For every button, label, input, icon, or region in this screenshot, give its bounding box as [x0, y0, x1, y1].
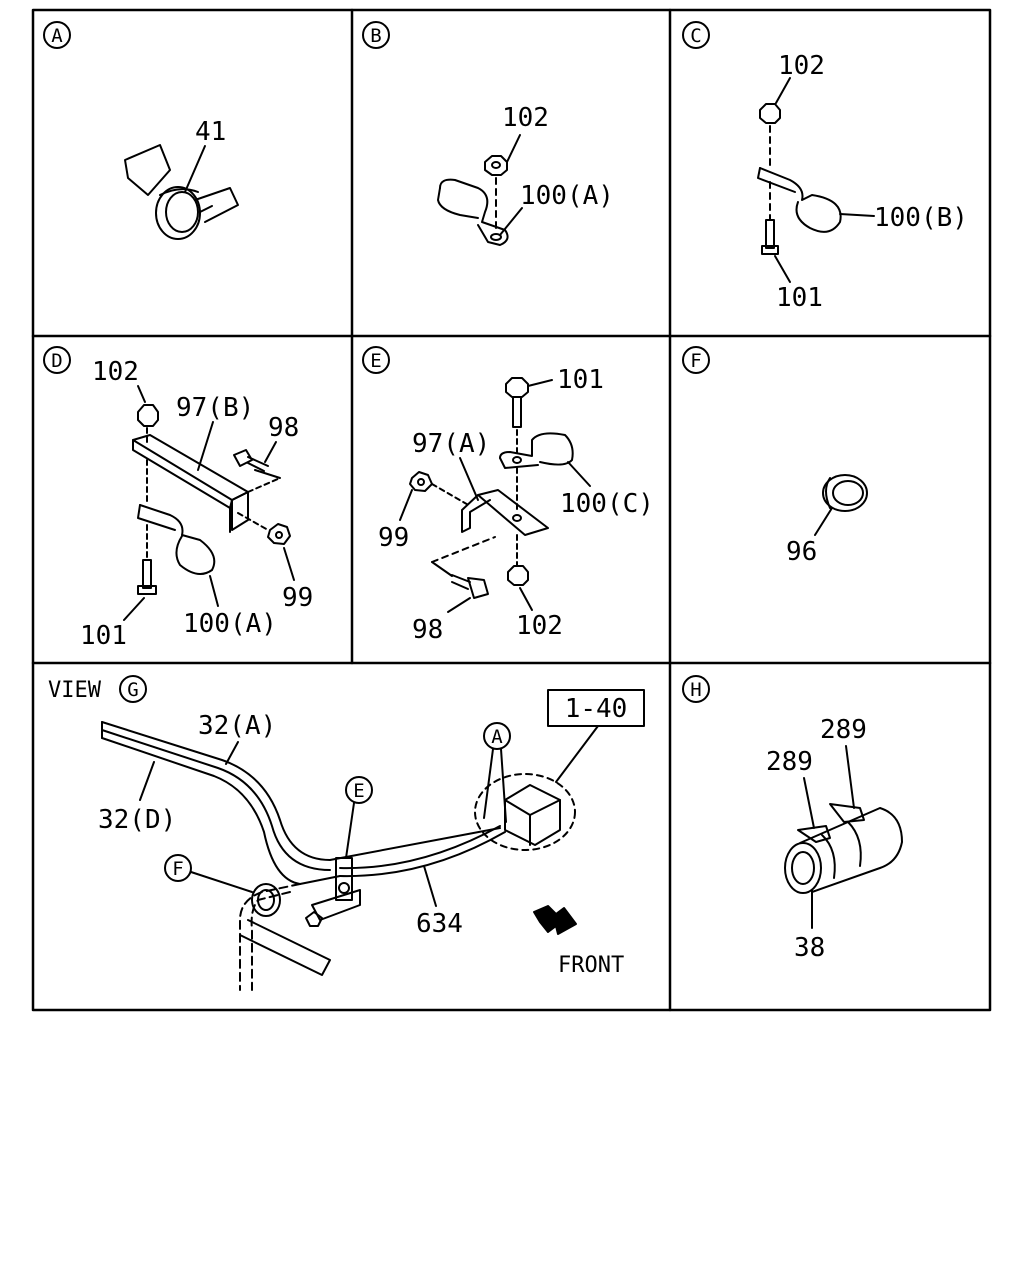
label-b-102: 102 — [502, 103, 549, 133]
panel-h: H 289 289 38 — [682, 675, 903, 963]
front-label: FRONT — [558, 953, 624, 978]
label-d-99: 99 — [282, 583, 313, 613]
label-c-102: 102 — [778, 51, 825, 81]
label-e-99: 99 — [378, 523, 409, 553]
label-c-101: 101 — [776, 283, 823, 313]
panel-f-id: F — [690, 350, 701, 372]
label-32a: 32(A) — [198, 711, 276, 741]
part-e-99-nut — [409, 471, 433, 492]
part-d-101-bolt — [137, 559, 157, 595]
panel-b-id-circle — [362, 21, 390, 49]
harness-32a-32d — [101, 721, 501, 885]
panel-e-id: E — [370, 350, 381, 372]
callout-a-label: A — [491, 726, 503, 748]
label-634: 634 — [416, 909, 463, 939]
leader-b-102 — [506, 134, 521, 163]
part-d-99-nut — [267, 523, 291, 545]
panel-h-id: H — [690, 679, 701, 701]
panel-d-id: D — [51, 350, 62, 372]
panel-c-id-circle — [682, 21, 710, 49]
harness-down — [239, 883, 331, 991]
callout-e-label: E — [353, 780, 364, 802]
panel-g-id-circle — [119, 675, 147, 703]
part-d-100a-clip — [137, 504, 216, 575]
part-289-clamps — [797, 803, 865, 843]
part-e-102-nut — [507, 565, 529, 586]
label-d-100a: 100(A) — [183, 609, 277, 639]
label-e-102: 102 — [516, 611, 563, 641]
panel-h-id-circle — [682, 675, 710, 703]
component-outline — [474, 773, 576, 851]
label-c-100b: 100(B) — [874, 203, 968, 233]
panel-c: C 102 100(B) 101 — [682, 21, 968, 313]
callout-a — [483, 722, 511, 750]
label-e-98: 98 — [412, 615, 443, 645]
ref-box — [547, 689, 645, 727]
part-d-98-bolt — [233, 449, 269, 472]
panel-e-id-circle — [362, 346, 390, 374]
part-38-hose-joint — [784, 807, 903, 894]
label-e-97a: 97(A) — [412, 429, 490, 459]
leader-41 — [184, 145, 206, 193]
part-100b-clip — [757, 167, 842, 233]
part-d-102-nut — [137, 404, 159, 427]
panel-a: A 41 — [43, 21, 239, 240]
part-e-98-bolt — [451, 574, 489, 599]
part-100a-clip — [437, 178, 509, 246]
panel-a-id: A — [51, 25, 63, 47]
callout-e — [345, 776, 373, 804]
label-f-96: 96 — [786, 537, 817, 567]
label-h-38: 38 — [794, 933, 825, 963]
label-d-97b: 97(B) — [176, 393, 254, 423]
panel-b: B 102 100(A) — [362, 21, 614, 246]
front-arrow-icon — [533, 905, 577, 935]
label-e-100c: 100(C) — [560, 489, 654, 519]
panel-g-id: G — [127, 679, 138, 701]
part-100c-clip — [499, 432, 574, 469]
label-d-98: 98 — [268, 413, 299, 443]
callout-f-label: F — [172, 858, 183, 880]
label-h-289-1: 289 — [766, 747, 813, 777]
label-32d: 32(D) — [98, 805, 176, 835]
label-d-102: 102 — [92, 357, 139, 387]
leader-b-100a — [499, 207, 523, 236]
part-e-101-bolt — [505, 377, 529, 428]
connector-body — [504, 784, 561, 846]
part-96-grommet — [822, 474, 868, 512]
panel-e: E 101 — [362, 346, 654, 645]
view-label: VIEW — [48, 678, 102, 703]
grommet-f — [251, 883, 281, 917]
panel-c-id: C — [690, 25, 701, 47]
panel-d: D 102 — [43, 346, 313, 651]
part-41-hose-clamp — [124, 144, 239, 240]
part-97a-bracket — [461, 489, 549, 536]
part-c-102-nut — [759, 103, 781, 124]
part-97b-bracket — [132, 434, 249, 533]
part-c-101-bolt — [761, 219, 779, 255]
label-d-101: 101 — [80, 621, 127, 651]
label-b-100a: 100(A) — [520, 181, 614, 211]
panel-f: F 96 — [682, 346, 868, 567]
callout-f — [164, 854, 192, 882]
panel-g: VIEW G 1-40 — [48, 675, 645, 991]
part-102-nut — [484, 155, 508, 176]
label-e-101: 101 — [557, 365, 604, 395]
harness-634 — [299, 825, 506, 885]
ref-box-label: 1-40 — [565, 694, 628, 724]
panel-d-id-circle — [43, 346, 71, 374]
panel-b-id: B — [370, 25, 381, 47]
label-41: 41 — [195, 117, 226, 147]
panel-f-id-circle — [682, 346, 710, 374]
panel-grid — [31, 8, 992, 1012]
panel-a-id-circle — [43, 21, 71, 49]
label-h-289-2: 289 — [820, 715, 867, 745]
